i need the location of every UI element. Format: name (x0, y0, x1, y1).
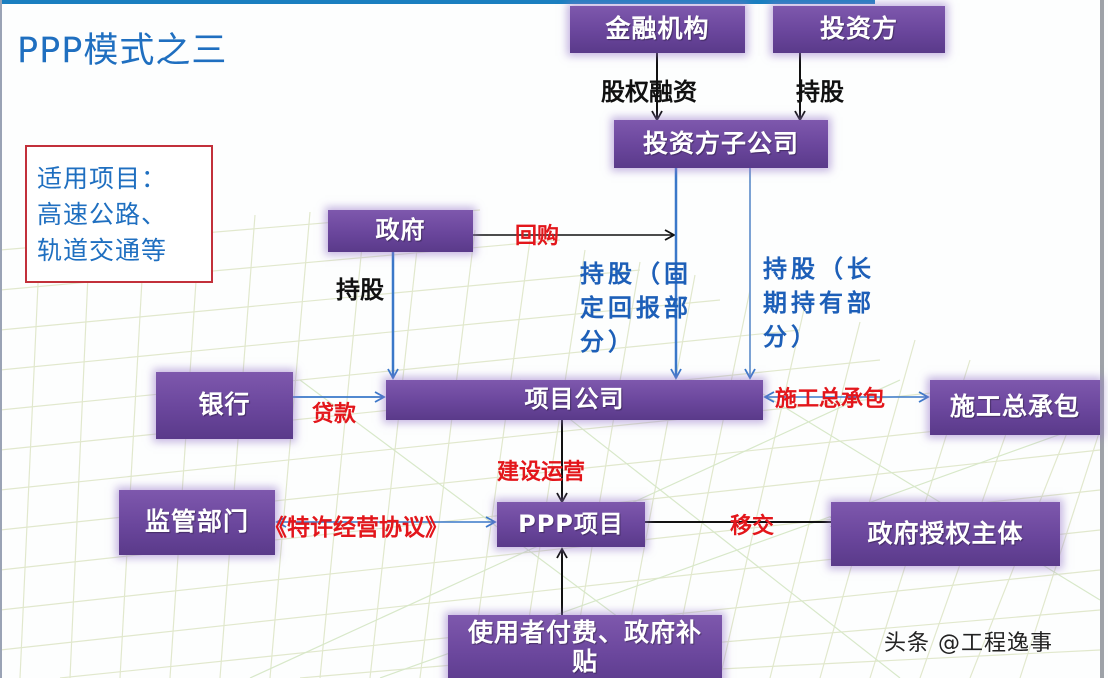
applicable-projects-note: 适用项目： 高速公路、 轨道交通等 (25, 145, 213, 283)
label-fixed-return-holding: 持股（固定回报部分） (580, 260, 692, 356)
node-investor: 投资方 (773, 6, 945, 53)
label-equity-financing: 股权融资 (601, 78, 697, 106)
note-line: 轨道交通等 (37, 236, 168, 265)
watermark: 头条 @工程逸事 (884, 631, 1053, 656)
node-ppp-project: PPP项目 (497, 502, 645, 547)
node-user-payment: 使用者付费、政府补贴 (448, 615, 722, 678)
label-buyback: 回购 (515, 224, 560, 249)
node-bank: 银行 (156, 372, 293, 439)
slide-title: PPP模式之三 (17, 31, 228, 71)
node-regulator: 监管部门 (119, 490, 275, 555)
label-long-term-holding: 持股（长期持有部分） (763, 255, 875, 351)
node-financial-institution: 金融机构 (570, 6, 745, 53)
label-investor-holding: 持股 (796, 78, 844, 106)
node-gov-authorized-entity: 政府授权主体 (831, 502, 1060, 566)
label-build-operate: 建设运营 (497, 460, 586, 485)
label-gov-holding: 持股 (336, 276, 384, 304)
slide-right-edge (1100, 0, 1104, 678)
node-project-company: 项目公司 (386, 380, 763, 420)
title-accent-bar (0, 0, 875, 4)
label-transfer: 移交 (730, 514, 775, 539)
note-line: 高速公路、 (37, 200, 168, 229)
slide-left-edge (0, 0, 2, 678)
label-loan: 贷款 (312, 402, 357, 427)
node-government: 政府 (328, 210, 473, 252)
node-investor-subsidiary: 投资方子公司 (614, 120, 828, 168)
note-line: 适用项目： (37, 164, 168, 193)
label-franchise-agreement: 《特许经营协议》 (264, 515, 448, 541)
node-general-contractor: 施工总承包 (930, 380, 1100, 435)
label-contracting: 施工总承包 (775, 387, 886, 412)
